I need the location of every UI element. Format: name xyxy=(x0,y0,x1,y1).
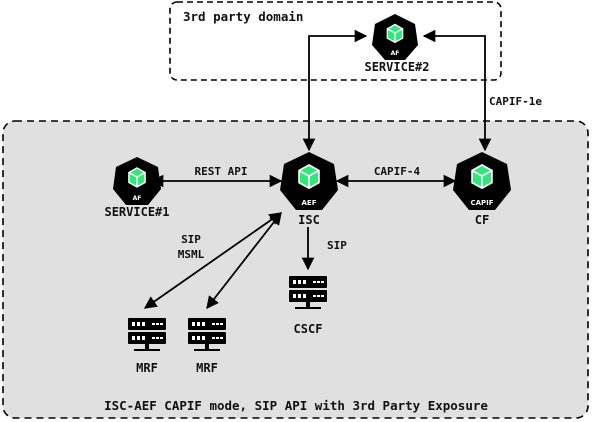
node-service1: AF SERVICE#1 xyxy=(104,157,170,219)
edge-label-capif1e: CAPIF-1e xyxy=(489,95,542,108)
third-party-domain-label: 3rd party domain xyxy=(183,9,303,24)
edge-label-sip-msml-line2: MSML xyxy=(178,248,205,261)
diagram-caption: ISC-AEF CAPIF mode, SIP API with 3rd Par… xyxy=(104,398,488,413)
node-cf: CAPIF CF xyxy=(453,152,511,227)
node-mrf-1: MRF xyxy=(128,318,166,375)
service2-badge: AF xyxy=(391,50,400,57)
cube-hexagon-icon xyxy=(372,14,418,60)
edge-service2-cf xyxy=(422,29,492,152)
server-stack-icon xyxy=(289,276,327,309)
isc-badge: AEF xyxy=(302,199,317,207)
cf-badge: CAPIF xyxy=(470,199,493,207)
server-stack-icon xyxy=(188,318,226,351)
edge-label-sip: SIP xyxy=(327,239,347,252)
cube-hexagon-icon xyxy=(280,152,338,210)
service2-label: SERVICE#2 xyxy=(364,60,429,74)
node-isc: AEF ISC xyxy=(280,152,338,227)
service1-label: SERVICE#1 xyxy=(104,205,169,219)
cf-label: CF xyxy=(475,213,489,227)
isc-label: ISC xyxy=(298,213,320,227)
edge-service2-isc xyxy=(302,29,368,152)
edge-label-rest-api: REST API xyxy=(195,165,248,178)
mrf1-label: MRF xyxy=(136,361,158,375)
mrf2-label: MRF xyxy=(196,361,218,375)
cscf-label: CSCF xyxy=(294,322,323,336)
node-cscf: CSCF xyxy=(289,276,327,336)
cube-hexagon-icon xyxy=(453,152,511,210)
edge-isc-mrf2 xyxy=(206,212,282,309)
edge-label-sip-msml-line1: SIP xyxy=(181,233,201,246)
third-party-domain: 3rd party domain xyxy=(169,1,502,81)
server-stack-icon xyxy=(128,318,166,351)
edge-label-capif4: CAPIF-4 xyxy=(374,165,421,178)
node-mrf-2: MRF xyxy=(188,318,226,375)
service1-badge: AF xyxy=(133,195,142,202)
edges: CAPIF-1e REST API CAPIF-4 SIP SIP MSML xyxy=(143,29,542,309)
cube-hexagon-icon xyxy=(113,157,161,205)
node-service2: AF SERVICE#2 xyxy=(364,14,430,74)
